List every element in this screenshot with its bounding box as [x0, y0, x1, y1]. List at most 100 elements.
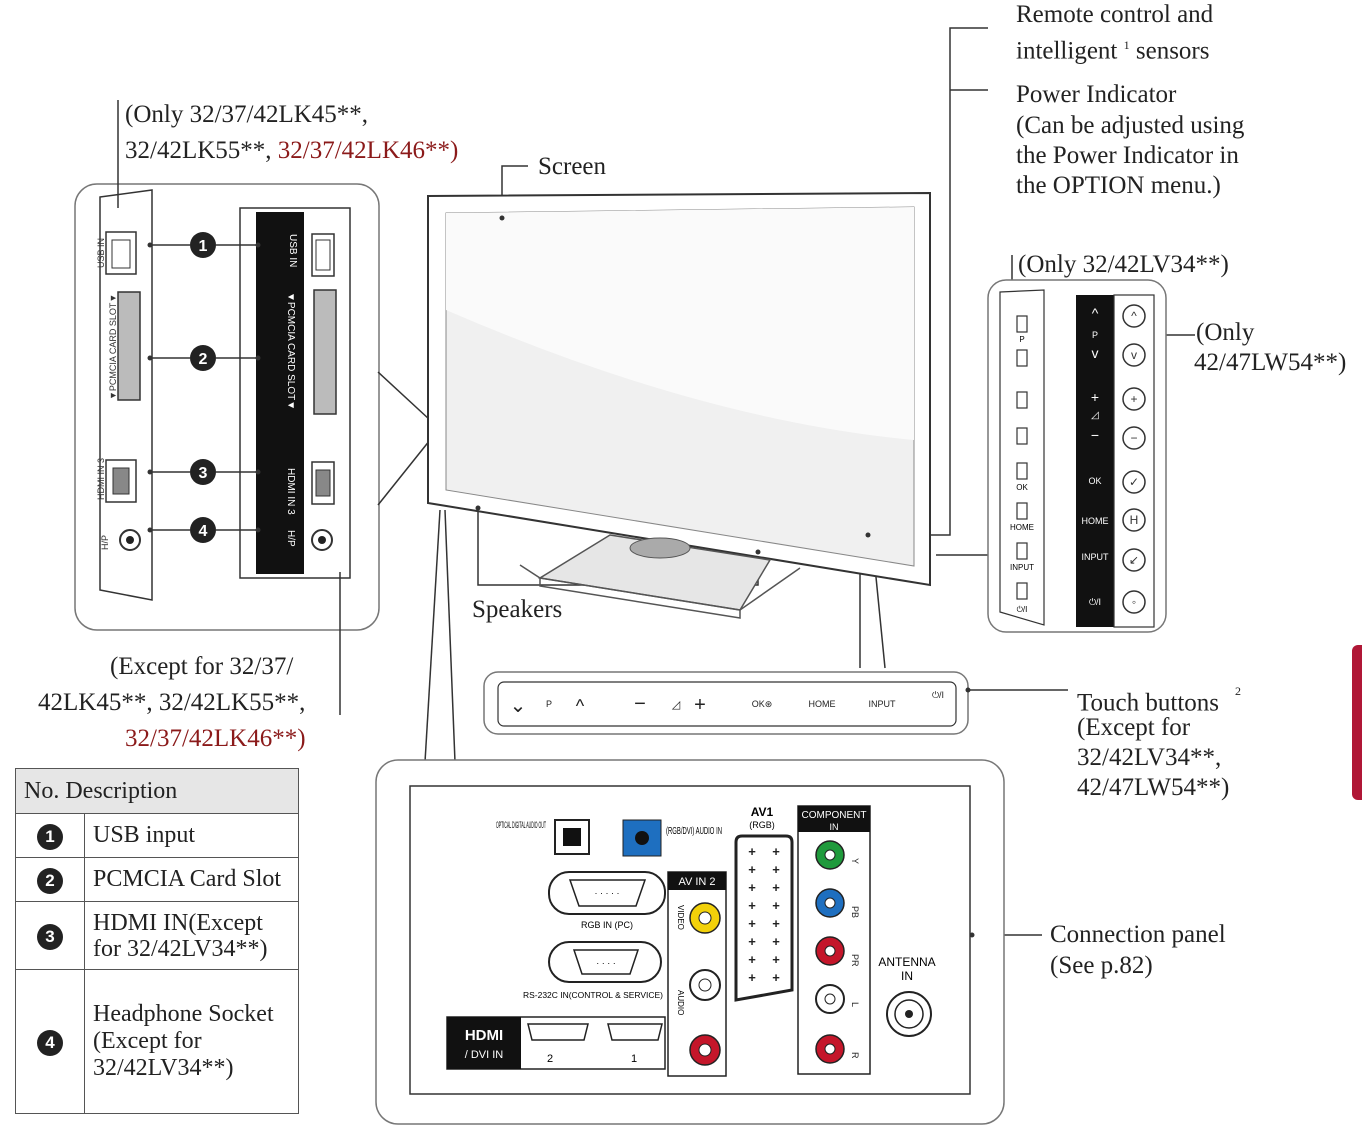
svg-text:−: − — [1091, 427, 1099, 443]
side-small-input: INPUT — [1010, 563, 1034, 572]
table-header-row: No. Description — [15, 768, 299, 814]
side-home-label: HOME — [1082, 516, 1109, 526]
tv-set — [427, 191, 931, 619]
ok-button[interactable] — [1122, 470, 1146, 494]
touch-buttons-note3: 42/47LW54**) — [1077, 774, 1230, 801]
svg-text:◿: ◿ — [1091, 410, 1099, 421]
svg-text:+: + — [1091, 389, 1099, 405]
callout-3: 3 — [190, 459, 216, 485]
volume-down-button[interactable] — [1122, 426, 1146, 450]
hdmi3-label-small: HDMI IN 3 — [96, 458, 106, 500]
side-small-home: HOME — [1010, 523, 1034, 532]
callout-1: 1 — [190, 232, 216, 258]
except-lk-label-line1: (Except for 32/37/ — [110, 653, 294, 680]
antenna-label: ANTENNA — [878, 955, 935, 969]
svg-text:4: 4 — [199, 523, 208, 540]
comp-y: Y — [850, 858, 860, 864]
touch-ok[interactable]: OK⊛ — [752, 699, 773, 709]
svg-text:◦: ◦ — [1132, 595, 1136, 609]
optical-label: OPTICAL DIGITAL AUDIO OUT — [496, 820, 546, 830]
svg-text:^: ^ — [1131, 309, 1137, 323]
svg-text:+: + — [748, 880, 756, 895]
home-button[interactable] — [1122, 508, 1146, 532]
table-row: 1 USB input — [15, 813, 299, 858]
hp-label-small: H/P — [100, 535, 110, 550]
touch-ch-down[interactable]: ⌄ — [510, 695, 527, 717]
touch-ch-up[interactable]: ^ — [576, 696, 585, 716]
component-in-label: IN — [830, 822, 839, 832]
svg-text:1: 1 — [199, 238, 208, 255]
svg-text:+: + — [748, 844, 756, 859]
only-lk-label-line2: 32/42LK55**, 32/37/42LK46**) — [125, 137, 459, 164]
table-header: No. Description — [15, 768, 299, 814]
table-row: 3 HDMI IN(Except for 32/42LV34**) — [15, 901, 299, 970]
svg-text:+: + — [772, 916, 780, 931]
input-button[interactable] — [1122, 548, 1146, 572]
pcmcia-label-small: ▼PCMCIA CARD SLOT▼ — [108, 294, 118, 400]
remote-sensor-label-line1: Remote control and — [1016, 1, 1214, 28]
side-input-label: INPUT — [1082, 552, 1110, 562]
remote-sensor-label-line2: intelligent 1 sensors — [1016, 37, 1210, 65]
side-small-power: ⏻/I — [1017, 605, 1028, 614]
svg-text:↙: ↙ — [1129, 553, 1139, 567]
touch-power[interactable]: ⏻/I — [932, 690, 944, 700]
usb-label-small: USB IN — [96, 238, 106, 268]
svg-text:+: + — [748, 934, 756, 949]
svg-text:+: + — [748, 898, 756, 913]
svg-text:2: 2 — [199, 351, 208, 368]
row-number: 1 — [37, 823, 63, 850]
svg-text:◿: ◿ — [672, 699, 681, 711]
svg-text:+: + — [748, 970, 756, 985]
touch-buttons-note1: (Except for — [1077, 714, 1191, 741]
touch-p-label: P — [546, 699, 552, 709]
svg-text:H: H — [1130, 513, 1139, 527]
video-label: VIDEO — [676, 905, 685, 930]
av-in2-label: AV IN 2 — [678, 876, 715, 888]
touch-input[interactable]: INPUT — [869, 699, 897, 709]
connection-panel: OPTICAL DIGITAL AUDIO OUT (RGB/DVI) AUDI… — [375, 759, 1005, 1125]
side-buttons-zoom: P OK HOME INPUT ⏻/I ^ P v + ◿ − OK HOME … — [987, 279, 1167, 633]
callout-2: 2 — [190, 345, 216, 371]
touch-vol-down[interactable]: − — [634, 693, 646, 715]
channel-down-button[interactable] — [1122, 343, 1146, 367]
description-table: No. Description 1 USB input 2 PCMCIA Car… — [15, 768, 299, 1114]
svg-text:+: + — [1130, 392, 1137, 406]
hdmi-logo: HDMI — [465, 1027, 503, 1044]
hdmi-dvi-label: / DVI IN — [465, 1049, 504, 1061]
rs232-label: RS-232C IN(CONTROL & SERVICE) — [523, 991, 663, 1000]
table-row: 4 Headphone Socket (Except for 32/42LV34… — [15, 969, 299, 1114]
touch-vol-up[interactable]: + — [694, 694, 706, 716]
volume-up-button[interactable] — [1122, 387, 1146, 411]
power-indicator-note3: the OPTION menu.) — [1016, 172, 1221, 199]
svg-text:v: v — [1092, 345, 1099, 361]
av1-label: AV1 — [751, 805, 774, 819]
svg-text:3: 3 — [199, 465, 208, 482]
row-description: PCMCIA Card Slot — [84, 857, 299, 902]
except-lk-label-line3: 32/37/42LK46**) — [125, 725, 306, 752]
svg-text:+: + — [748, 952, 756, 967]
channel-up-button[interactable] — [1122, 304, 1146, 328]
svg-text:+: + — [748, 916, 756, 931]
table-row: 2 PCMCIA Card Slot — [15, 857, 299, 902]
svg-text:+: + — [772, 844, 780, 859]
svg-text:+: + — [772, 898, 780, 913]
power-button[interactable] — [1122, 590, 1146, 614]
callout-4: 4 — [190, 517, 216, 543]
svg-text:+: + — [772, 952, 780, 967]
row-description: Headphone Socket (Except for 32/42LV34**… — [84, 969, 299, 1114]
av1-sub-label: (RGB) — [749, 820, 775, 830]
comp-r: R — [850, 1052, 860, 1059]
svg-text:+: + — [772, 970, 780, 985]
side-small-p: P — [1019, 335, 1024, 344]
only-lk-label-line1: (Only 32/37/42LK45**, — [125, 101, 369, 128]
only-lw-label-line2: 42/47LW54**) — [1194, 349, 1347, 376]
side-small-ok: OK — [1016, 483, 1028, 492]
svg-text:^: ^ — [1092, 305, 1099, 321]
svg-text:v: v — [1131, 348, 1137, 362]
side-power-label: ⏻/I — [1089, 597, 1101, 607]
touch-home[interactable]: HOME — [809, 699, 836, 709]
rgb-in-pc-label: RGB IN (PC) — [581, 920, 633, 930]
power-indicator-title: Power Indicator — [1016, 81, 1177, 108]
rgb-audio-label: (RGB/DVI) AUDIO IN — [666, 826, 722, 837]
